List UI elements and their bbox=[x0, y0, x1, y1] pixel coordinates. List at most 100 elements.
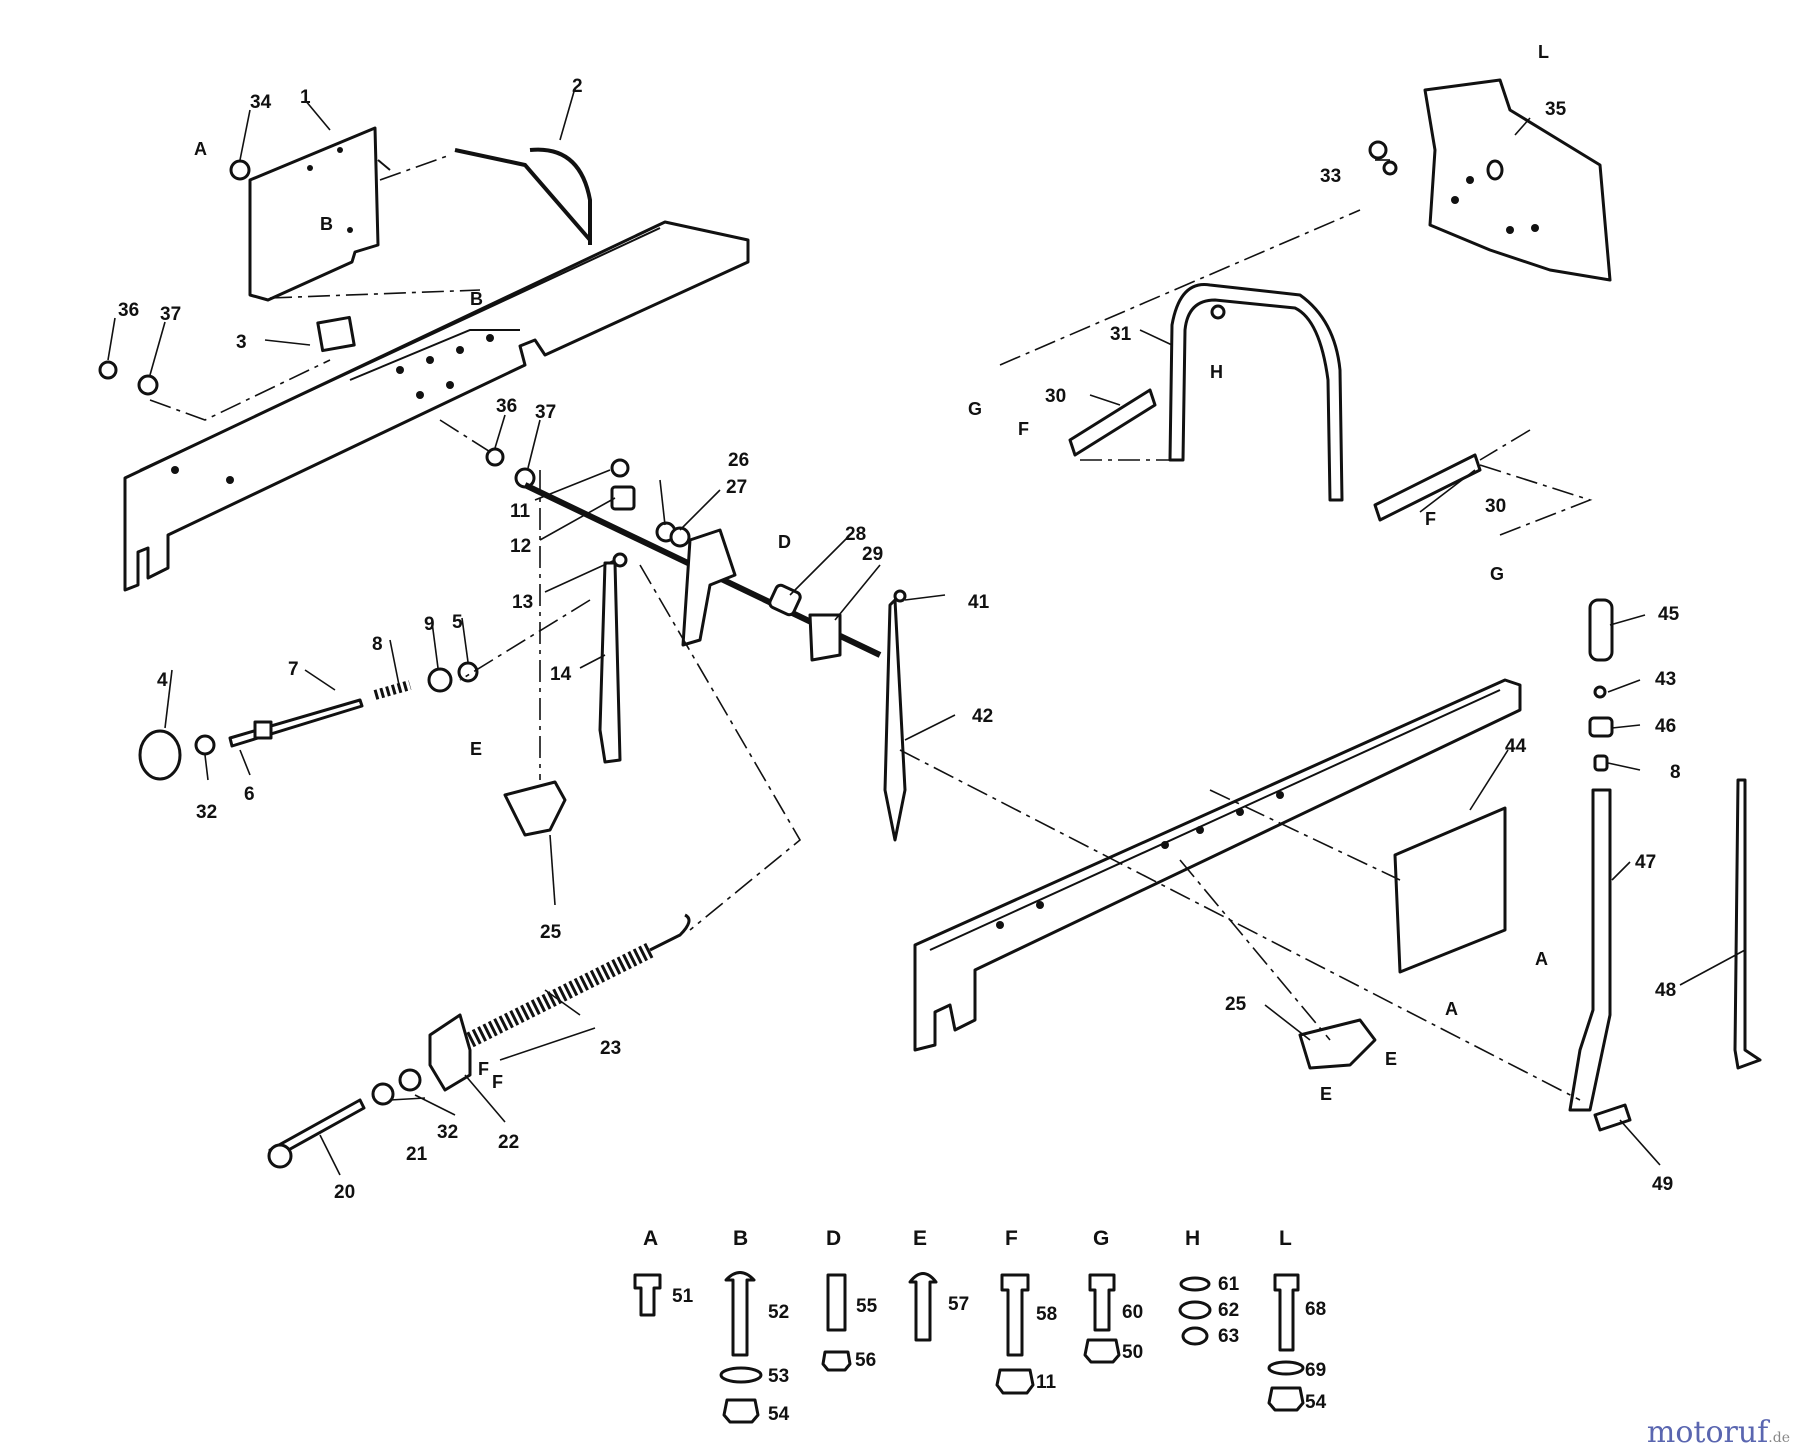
ref-g1: G bbox=[968, 399, 982, 419]
key-h-part-62: 62 bbox=[1218, 1300, 1239, 1321]
callout-33: 33 bbox=[1320, 166, 1341, 187]
key-f-part-11: 11 bbox=[1036, 1372, 1057, 1393]
callout-8b: 8 bbox=[1670, 762, 1681, 783]
bolt-34 bbox=[229, 159, 251, 181]
ref-l1: L bbox=[1538, 42, 1549, 62]
ref-f3: F bbox=[478, 1059, 489, 1079]
nut-37b bbox=[514, 467, 536, 489]
callout-28: 28 bbox=[845, 524, 866, 545]
ref-a1: A bbox=[194, 139, 207, 159]
ref-e3: E bbox=[1320, 1084, 1332, 1104]
callout-49: 49 bbox=[1652, 1174, 1673, 1195]
handle-31 bbox=[1168, 283, 1344, 502]
key-g-letter: G bbox=[1093, 1227, 1109, 1250]
callout-2: 2 bbox=[572, 76, 583, 97]
key-b-letter: B bbox=[733, 1227, 748, 1250]
callout-41: 41 bbox=[968, 592, 990, 613]
key-a-letter: A bbox=[643, 1227, 658, 1250]
left-frame-rail bbox=[123, 220, 750, 592]
callout-37a: 37 bbox=[160, 304, 181, 325]
key-e-letter: E bbox=[913, 1227, 927, 1250]
key-d-part-56: 56 bbox=[855, 1350, 876, 1371]
ref-e2: E bbox=[1385, 1049, 1397, 1069]
ref-b2: B bbox=[470, 289, 483, 309]
key-h-part-63: 63 bbox=[1218, 1326, 1239, 1347]
ref-f1: F bbox=[1018, 419, 1029, 439]
callout-12: 12 bbox=[510, 536, 531, 557]
nut-37 bbox=[137, 374, 159, 396]
rod-30a bbox=[1068, 388, 1157, 457]
bolt-36 bbox=[98, 360, 118, 380]
key-a-part-51: 51 bbox=[672, 1286, 694, 1307]
plate-44 bbox=[1393, 806, 1507, 974]
key-d-part-55: 55 bbox=[856, 1296, 878, 1317]
key-g-part-50: 50 bbox=[1122, 1342, 1143, 1363]
callout-13: 13 bbox=[512, 592, 533, 613]
callout-14: 14 bbox=[550, 664, 572, 685]
bolt-33 bbox=[1368, 140, 1388, 160]
key-b-part-52: 52 bbox=[768, 1302, 789, 1323]
ref-f4: F bbox=[492, 1072, 503, 1092]
rod-30b bbox=[1373, 453, 1482, 522]
bracket-25a bbox=[503, 780, 567, 837]
callout-43: 43 bbox=[1655, 669, 1676, 690]
callout-30a: 30 bbox=[1045, 386, 1066, 407]
callout-46: 46 bbox=[1655, 716, 1676, 737]
callout-42: 42 bbox=[972, 706, 993, 727]
ref-b1: B bbox=[320, 214, 333, 234]
hardware-key: A 51 B 52 53 54 D 55 56 E 57 F 58 11 G 6… bbox=[633, 1227, 1327, 1425]
side-plate bbox=[248, 126, 391, 302]
callout-numbers: 1 2 3 34 36 37 36 37 11 12 13 14 26 27 2… bbox=[118, 76, 1681, 1203]
key-l-part-54: 54 bbox=[1305, 1392, 1327, 1413]
bolt-36b bbox=[485, 447, 505, 467]
ref-a3: A bbox=[1445, 999, 1458, 1019]
key-l-part-69: 69 bbox=[1305, 1360, 1326, 1381]
key-b-part-53: 53 bbox=[768, 1366, 789, 1387]
washer-33 bbox=[1382, 160, 1398, 176]
ref-e1: E bbox=[470, 739, 482, 759]
callout-9: 9 bbox=[424, 614, 435, 635]
reference-letters: A A A B B D E E E F F F F F G G H L bbox=[194, 42, 1549, 1104]
callout-31: 31 bbox=[1110, 324, 1132, 345]
callout-35: 35 bbox=[1545, 99, 1567, 120]
key-f-part-58: 58 bbox=[1036, 1304, 1057, 1325]
key-g-part-60: 60 bbox=[1122, 1302, 1143, 1323]
callout-34: 34 bbox=[250, 92, 272, 113]
callout-7: 7 bbox=[288, 659, 299, 680]
callout-44: 44 bbox=[1505, 736, 1527, 757]
spring-assembly bbox=[267, 913, 691, 1169]
linkage-assembly bbox=[523, 458, 907, 842]
callout-29: 29 bbox=[862, 544, 883, 565]
callout-3: 3 bbox=[236, 332, 247, 353]
watermark-suffix: .de bbox=[1768, 1430, 1790, 1446]
callout-26: 26 bbox=[728, 450, 749, 471]
callout-45: 45 bbox=[1658, 604, 1680, 625]
callout-47: 47 bbox=[1635, 852, 1656, 873]
ref-f2: F bbox=[1425, 509, 1436, 529]
callout-32b: 32 bbox=[196, 802, 217, 823]
watermark-brand: motoruf bbox=[1646, 1415, 1769, 1450]
callout-36a: 36 bbox=[118, 300, 139, 321]
bracket-25b bbox=[1298, 1018, 1377, 1070]
callout-8a: 8 bbox=[372, 634, 383, 655]
ref-g2: G bbox=[1490, 564, 1504, 584]
callout-4: 4 bbox=[157, 670, 168, 691]
key-b-part-54: 54 bbox=[768, 1404, 790, 1425]
callout-5: 5 bbox=[452, 612, 463, 633]
callout-11: 11 bbox=[510, 501, 531, 522]
callout-6: 6 bbox=[244, 784, 255, 805]
key-e-part-57: 57 bbox=[948, 1294, 969, 1315]
assembly-lines bbox=[149, 154, 1593, 1101]
callout-30b: 30 bbox=[1485, 496, 1506, 517]
key-l-part-68: 68 bbox=[1305, 1299, 1326, 1320]
watermark-logo: motoruf.de bbox=[1647, 1415, 1790, 1450]
callout-1: 1 bbox=[300, 87, 311, 108]
ref-a2: A bbox=[1535, 949, 1548, 969]
callout-21: 21 bbox=[406, 1144, 428, 1165]
lever-assembly bbox=[1568, 598, 1762, 1132]
callout-36b: 36 bbox=[496, 396, 517, 417]
callout-27: 27 bbox=[726, 477, 747, 498]
callout-37b: 37 bbox=[535, 402, 556, 423]
callout-25a: 25 bbox=[540, 922, 562, 943]
